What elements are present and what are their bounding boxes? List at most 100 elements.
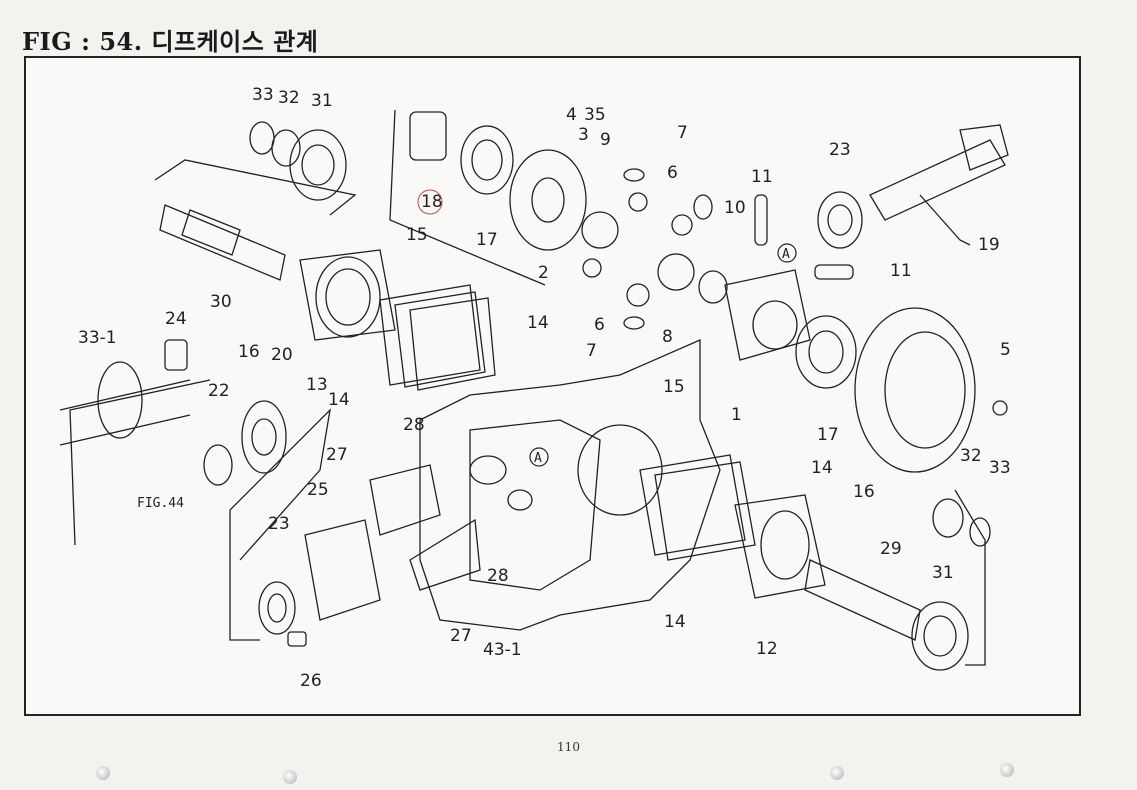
punch-hole-3	[830, 766, 844, 780]
callout-30: 30	[210, 292, 232, 312]
cover-12	[734, 494, 826, 599]
callout-4: 4	[566, 105, 577, 125]
callout-15-mid: 15	[663, 377, 685, 397]
housing-outline	[419, 339, 721, 631]
clutch-plates-left	[379, 284, 481, 386]
callout-31-top: 31	[311, 91, 333, 111]
callout-11-mid: 11	[890, 261, 912, 281]
bearing-31-top	[289, 129, 347, 201]
callout-28-top: 28	[403, 415, 425, 435]
marker-a-circle-2	[529, 447, 549, 467]
callout-17-mid: 17	[817, 425, 839, 445]
ring-gear	[854, 307, 976, 473]
callout-9: 9	[600, 130, 611, 150]
bearing-17-mid	[795, 315, 857, 389]
callout-18: 18	[421, 192, 443, 212]
callout-27-top: 27	[326, 445, 348, 465]
callout-7-mid: 7	[586, 341, 597, 361]
callout-13: 13	[306, 375, 328, 395]
callout-35: 35	[584, 105, 606, 125]
callout-19: 19	[978, 235, 1000, 255]
callout-10: 10	[724, 198, 746, 218]
bolt-26	[287, 631, 307, 647]
pin-11-mid	[814, 264, 854, 280]
callout-12: 12	[756, 639, 778, 659]
callout-27-bot: 27	[450, 626, 472, 646]
ring-32-right	[932, 498, 964, 538]
callout-43-1: 43-1	[483, 640, 522, 660]
callout-33-right: 33	[989, 458, 1011, 478]
drawing-lines	[59, 109, 1009, 671]
callout-2: 2	[538, 263, 549, 283]
bearing-housing-13	[299, 249, 396, 341]
bearing-31-bot	[911, 601, 969, 671]
callout-7-top: 7	[677, 123, 688, 143]
callout-3: 3	[578, 125, 589, 145]
callout-23-bot: 23	[268, 514, 290, 534]
punch-hole-1	[96, 766, 110, 780]
callout-1: 1	[731, 405, 742, 425]
ring-33-right	[969, 517, 991, 547]
needle-bearing-24	[164, 339, 188, 371]
callout-14-top: 14	[527, 313, 549, 333]
punch-hole-2	[283, 770, 297, 784]
collar-33-1	[97, 361, 143, 439]
callout-23-top: 23	[829, 140, 851, 160]
callout-22: 22	[208, 381, 230, 401]
housing-bore	[577, 424, 663, 516]
pin-11-top	[754, 194, 768, 246]
callout-33-top: 33	[252, 85, 274, 105]
callout-24: 24	[165, 309, 187, 329]
gear-8	[657, 253, 695, 291]
callout-32-top: 32	[278, 88, 300, 108]
callout-33-1-left: 33-1	[78, 328, 117, 348]
callout-16-left: 16	[238, 342, 260, 362]
callout-16-right: 16	[853, 482, 875, 502]
page-title: FIG : 54. 디프케이스 관계	[22, 27, 319, 56]
marker-a-2: A	[534, 451, 542, 466]
bearing-23-bot	[258, 581, 296, 635]
fork-27-bot	[409, 518, 481, 591]
callout-20: 20	[271, 345, 293, 365]
callout-25: 25	[307, 480, 329, 500]
callout-32-right: 32	[960, 446, 982, 466]
nut-5	[992, 400, 1008, 416]
gear-9	[581, 211, 619, 249]
bearing-17-top	[460, 125, 514, 195]
callout-fig-44: FIG.44	[137, 496, 184, 511]
housing-inner	[469, 419, 601, 591]
ring-33-top	[249, 121, 275, 155]
callout-labels: 33 32 31 4 35 3 9 7 6 10 11 23 19 18 17 …	[78, 85, 1011, 691]
callout-17-top: 17	[476, 230, 498, 250]
callout-14-bot: 14	[664, 612, 686, 632]
fork-27-top	[369, 464, 441, 536]
callout-6-mid: 6	[594, 315, 605, 335]
ring-32-top	[271, 129, 301, 167]
callout-15-top: 15	[406, 225, 428, 245]
marker-a-1: A	[782, 247, 790, 262]
marker-a-circle-1	[777, 243, 797, 263]
diff-case-1	[724, 269, 811, 361]
shaft-29	[804, 559, 921, 641]
housing-25	[304, 519, 381, 621]
punch-hole-4	[1000, 763, 1014, 777]
page-number: 110	[557, 740, 580, 754]
callout-28-bot: 28	[487, 566, 509, 586]
callout-14-left: 14	[328, 390, 350, 410]
callout-6-top: 6	[667, 163, 678, 183]
callout-18-circle	[417, 189, 443, 215]
cover-2	[509, 149, 587, 251]
shaft-30	[159, 204, 286, 281]
callout-31-bot: 31	[932, 563, 954, 583]
clutch-plates-right	[639, 454, 746, 556]
callout-5: 5	[1000, 340, 1011, 360]
gear-18	[409, 111, 447, 161]
pinion-shaft-19	[869, 139, 1006, 221]
callout-29: 29	[880, 539, 902, 559]
bearing-23-top	[817, 191, 863, 249]
callout-26: 26	[300, 671, 322, 691]
callout-14-mid: 14	[811, 458, 833, 478]
gear-20	[241, 400, 287, 474]
ring-10	[698, 270, 728, 304]
